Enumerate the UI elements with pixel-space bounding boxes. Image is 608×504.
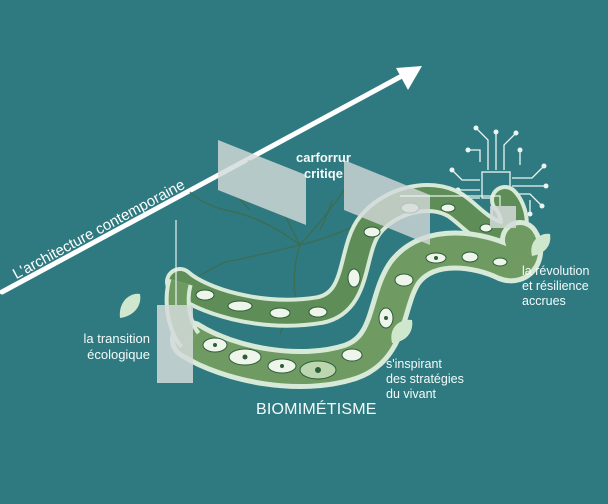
- bottom-right-label: s'inspirant des stratégies du vivant: [386, 357, 464, 401]
- connector-lines: [175, 195, 501, 305]
- glass-pane-4: [490, 206, 516, 228]
- leaf-icon: [391, 319, 413, 343]
- leaf-icons: [119, 233, 551, 343]
- leaf-icon: [119, 293, 141, 318]
- center-title: carforrur critiqe: [296, 150, 351, 181]
- trend-arrow: [0, 66, 422, 295]
- glass-pane-2: [344, 160, 430, 245]
- right-label: la révolution et résilience accrues: [522, 264, 590, 308]
- glass-pane-1: [218, 140, 306, 225]
- leaf-icon: [531, 233, 551, 256]
- biomimicry-label: BIOMIMÉTISME: [256, 401, 377, 418]
- river-dots: [213, 256, 438, 373]
- glass-panes: [157, 140, 516, 383]
- glass-pane-3: [157, 305, 193, 383]
- river-cells: [195, 202, 508, 380]
- left-label: la transition écologique: [83, 331, 150, 362]
